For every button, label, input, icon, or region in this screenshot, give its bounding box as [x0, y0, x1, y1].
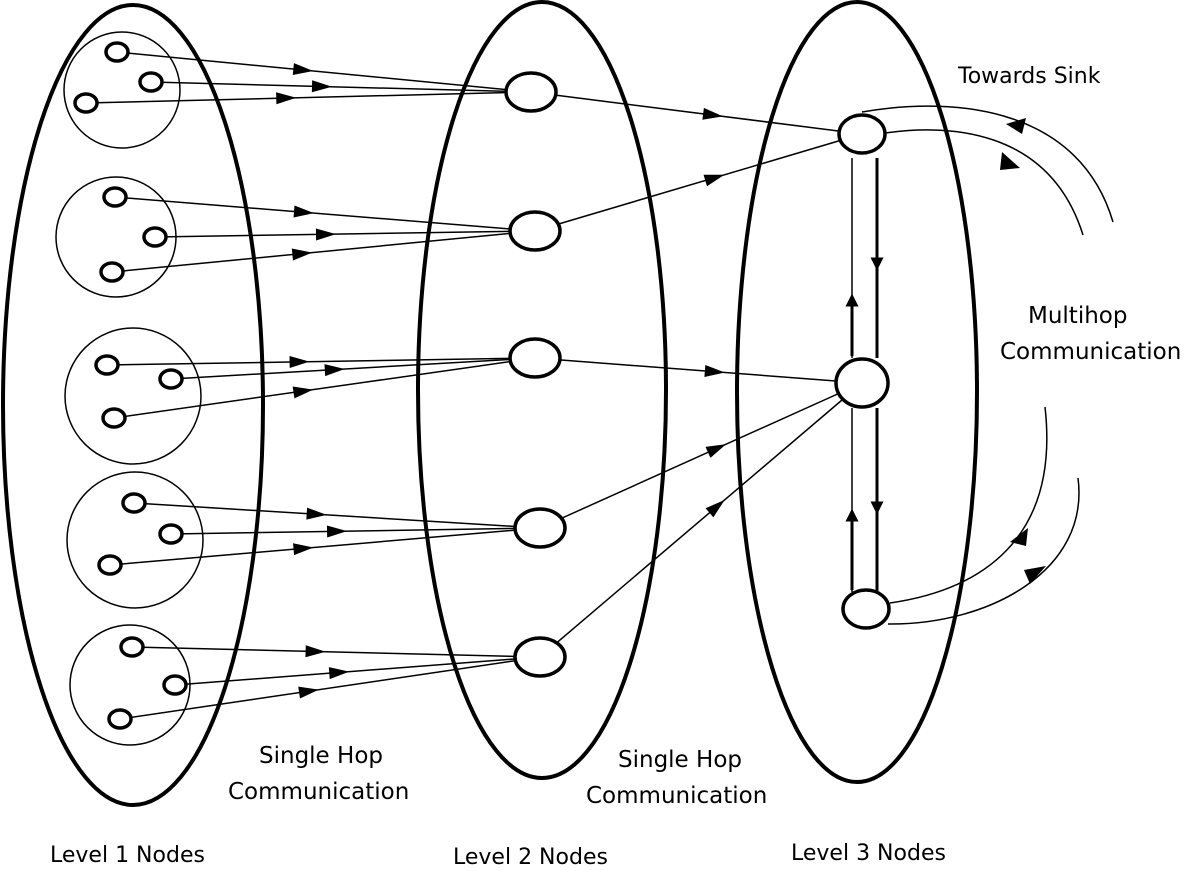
arrowhead	[1006, 118, 1026, 134]
link-arrowhead	[705, 499, 725, 518]
single-hop-link	[119, 656, 541, 720]
level2-node	[513, 636, 567, 678]
level1-node	[94, 354, 120, 376]
single-hop-label-2-line1: Single Hop	[618, 747, 742, 773]
arrowhead	[1000, 152, 1020, 170]
single-hop-link	[154, 230, 536, 238]
level1-node	[142, 226, 168, 248]
single-hop-link	[174, 656, 541, 686]
link-arrowhead	[328, 667, 350, 680]
level1-ellipse	[1, 3, 265, 807]
link-arrowhead	[703, 174, 725, 187]
level1-node	[97, 554, 123, 576]
single-hop-link	[150, 81, 532, 93]
multihop-arrowheads	[1000, 118, 1046, 584]
level1-label: Level 1 Nodes	[50, 843, 205, 868]
link-arrowhead	[293, 205, 314, 218]
level3-node	[837, 113, 887, 155]
level3-label: Level 3 Nodes	[791, 841, 946, 866]
level2-node	[504, 71, 558, 113]
single-hop-label-1-line1: Single Hop	[259, 743, 383, 769]
single-hop-link	[534, 133, 863, 232]
link-arrowhead	[324, 364, 345, 377]
level1-node	[138, 71, 164, 93]
cluster-circle	[69, 624, 191, 746]
level2-node	[513, 507, 567, 549]
single-hop-link	[111, 230, 536, 273]
single-hop-link	[131, 646, 541, 658]
cluster-circle	[64, 327, 202, 465]
single-hop-link	[539, 382, 863, 658]
link-arrowhead	[306, 507, 327, 520]
single-hop-label-2-line2: Communication	[586, 783, 767, 809]
link-arrowhead	[704, 365, 725, 377]
link-arrowhead	[292, 63, 314, 76]
cluster-circle	[66, 471, 204, 609]
multihop-label-line2: Communication	[1000, 339, 1181, 365]
link-arrowhead	[293, 543, 314, 556]
level2-label: Level 2 Nodes	[453, 845, 608, 870]
multihop-curve	[889, 406, 1048, 604]
single-hop-link	[170, 527, 541, 535]
single-hop-link	[133, 502, 541, 529]
level2-node	[508, 210, 562, 252]
towards-sink-label: Towards Sink	[957, 64, 1101, 89]
single-hop-link	[85, 91, 532, 104]
level1-node	[121, 492, 147, 514]
single-hop-link	[114, 196, 536, 232]
link-arrowhead	[289, 356, 310, 369]
level1-node	[119, 636, 145, 658]
single-hop-link	[106, 357, 536, 366]
link-arrowhead	[315, 228, 336, 241]
level3-ellipse	[735, 0, 979, 784]
link-arrowhead	[291, 248, 313, 261]
link-arrowhead	[305, 645, 326, 658]
level1-node	[101, 407, 127, 429]
link-arrowhead	[326, 525, 348, 538]
level1-node	[102, 186, 128, 208]
link-arrowhead	[298, 686, 319, 699]
nodes-layer	[73, 41, 891, 730]
link-arrowhead	[702, 107, 723, 120]
level1-node	[107, 708, 133, 730]
link-arrowhead	[311, 80, 332, 93]
level2-ellipse	[416, 0, 668, 780]
single-hop-link	[530, 91, 863, 135]
level1-node	[73, 92, 99, 114]
level1-node	[104, 41, 130, 63]
level3-node	[834, 357, 890, 409]
single-hop-link	[534, 357, 863, 384]
links-layer	[85, 51, 863, 720]
multihop-label-line1: Multihop	[1028, 303, 1127, 329]
single-hop-label-1-line2: Communication	[228, 779, 409, 805]
level1-node	[99, 261, 125, 283]
arrowhead	[1010, 528, 1028, 546]
cluster-circle	[63, 31, 181, 149]
single-hop-link	[113, 357, 536, 419]
link-arrowhead	[292, 386, 314, 399]
arrowhead	[1024, 566, 1046, 584]
multihop-curve	[861, 105, 1114, 223]
level3-vertical-links	[845, 158, 884, 592]
multihop-curve	[867, 129, 1084, 236]
multihop-curves	[861, 105, 1114, 625]
link-arrowhead	[705, 444, 727, 458]
level2-node	[508, 337, 562, 379]
single-hop-link	[116, 51, 532, 93]
link-arrowhead	[276, 92, 297, 105]
level1-node	[158, 368, 184, 390]
single-hop-link	[170, 357, 536, 380]
multihop-curve	[887, 477, 1080, 625]
level1-node	[158, 523, 184, 545]
level3-node	[841, 588, 891, 630]
single-hop-link	[539, 382, 863, 529]
level1-node	[162, 674, 188, 696]
single-hop-link	[109, 527, 541, 566]
